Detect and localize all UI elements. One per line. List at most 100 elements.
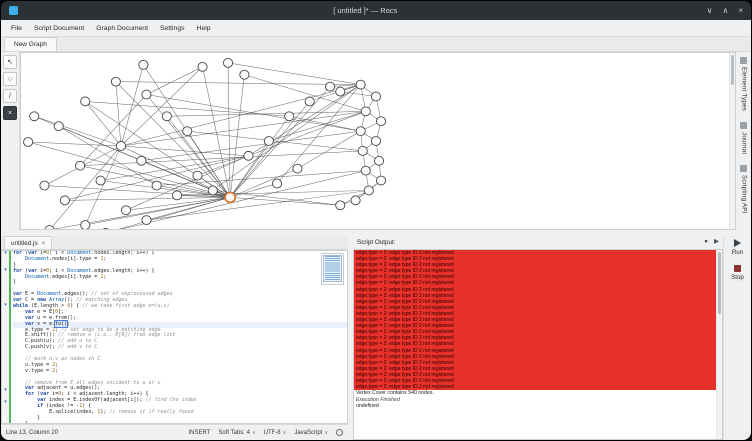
graph-node[interactable]: [350, 195, 361, 206]
code-line[interactable]: Document.nodes[i].type = 1;: [25, 255, 107, 262]
graph-node[interactable]: [263, 136, 274, 146]
graph-node[interactable]: [161, 111, 172, 122]
graph-node-highlighted[interactable]: [224, 191, 237, 204]
graph-edge[interactable]: [229, 140, 270, 198]
graph-edge[interactable]: [212, 84, 361, 191]
graph-edge[interactable]: [50, 197, 231, 229]
side-tab-journal[interactable]: Journal: [740, 122, 747, 154]
graph-node[interactable]: [80, 96, 91, 107]
graph-edge[interactable]: [248, 84, 361, 157]
one-step-icon[interactable]: ▶: [714, 238, 719, 246]
gutter-cell[interactable]: [2, 371, 11, 378]
graph-edge[interactable]: [120, 111, 366, 147]
graph-node[interactable]: [151, 180, 162, 191]
graph-edge[interactable]: [156, 170, 366, 186]
graph-edge[interactable]: [330, 84, 361, 87]
graph-edge[interactable]: [85, 101, 290, 117]
graph-edge[interactable]: [229, 168, 298, 198]
add-node-tool[interactable]: ○: [3, 72, 17, 86]
graph-node[interactable]: [373, 155, 385, 166]
graph-edge[interactable]: [64, 197, 231, 201]
gutter-cell[interactable]: [2, 325, 11, 332]
scrollbar-thumb[interactable]: [731, 55, 734, 85]
vertical-splitter[interactable]: [348, 236, 353, 440]
gutter-cell[interactable]: [2, 411, 11, 418]
fold-marker-icon[interactable]: ▾: [2, 399, 11, 406]
graph-node[interactable]: [53, 121, 64, 132]
graph-node[interactable]: [207, 185, 218, 196]
graph-node[interactable]: [59, 195, 70, 206]
graph-edge[interactable]: [120, 66, 203, 147]
graph-edge[interactable]: [85, 101, 122, 147]
gutter-cell[interactable]: [2, 365, 11, 372]
graph-edge[interactable]: [120, 145, 249, 157]
gutter-cell[interactable]: [2, 377, 11, 383]
code-line[interactable]: var e = E[0];: [25, 308, 65, 315]
graph-edge[interactable]: [229, 74, 245, 198]
gutter-cell[interactable]: [2, 279, 11, 286]
graph-edge[interactable]: [85, 145, 122, 226]
graph-node[interactable]: [360, 106, 371, 117]
graph-node[interactable]: [325, 81, 336, 92]
code-line[interactable]: }: [13, 279, 17, 286]
graph-node[interactable]: [223, 57, 234, 68]
code-line[interactable]: var adjacent = u.edges();: [25, 385, 101, 392]
graph-edge[interactable]: [64, 155, 249, 201]
tab-width-selector[interactable]: Soft Tabs: 4 ∨: [218, 429, 256, 436]
graph-edge[interactable]: [297, 130, 361, 169]
graph-node[interactable]: [23, 137, 34, 147]
menu-item-script-document[interactable]: Script Document: [33, 24, 85, 32]
graph-edge[interactable]: [126, 197, 231, 211]
graph-edge[interactable]: [229, 116, 290, 198]
graph-node[interactable]: [335, 200, 346, 211]
code-line[interactable]: E.splice(index, 1); // remove it if real…: [13, 409, 194, 416]
graph-edge[interactable]: [146, 66, 203, 95]
graph-node[interactable]: [239, 69, 250, 80]
horizontal-splitter[interactable]: [1, 230, 751, 236]
graph-edge[interactable]: [197, 155, 249, 176]
graph-edge[interactable]: [156, 185, 231, 198]
fold-marker-icon[interactable]: ▾: [2, 267, 11, 275]
graph-edge[interactable]: [115, 81, 361, 85]
code-line[interactable]: var v = e.to();: [13, 319, 347, 328]
menu-item-help[interactable]: Help: [196, 24, 211, 32]
code-line[interactable]: C.push(v); // add v to C: [13, 344, 98, 351]
code-line[interactable]: // mark u,v as nodes in C: [25, 356, 101, 363]
graph-edge[interactable]: [244, 74, 366, 112]
gutter-cell[interactable]: [2, 297, 11, 303]
graph-edge[interactable]: [50, 145, 122, 229]
menu-item-settings[interactable]: Settings: [159, 24, 185, 32]
graph-edge[interactable]: [146, 94, 231, 198]
editor-minimap[interactable]: [321, 253, 344, 285]
graph-edge[interactable]: [166, 116, 231, 198]
graph-node[interactable]: [80, 220, 91, 229]
graph-node[interactable]: [292, 163, 303, 174]
fold-marker-icon[interactable]: ▾: [2, 302, 11, 309]
code-line[interactable]: var C = new Array(); // matching edges: [13, 297, 128, 304]
graph-node[interactable]: [284, 111, 295, 122]
code-line[interactable]: }: [13, 414, 41, 421]
run-button[interactable]: Run: [732, 239, 743, 256]
code-line[interactable]: while (E.length > 0) { // we take first …: [13, 303, 170, 310]
fold-marker-icon[interactable]: ▾: [2, 388, 11, 395]
graph-edge[interactable]: [80, 150, 363, 166]
gutter-cell[interactable]: [2, 262, 11, 269]
graph-node[interactable]: [376, 175, 387, 186]
graph-edge[interactable]: [115, 81, 231, 198]
delete-tool[interactable]: ×: [3, 106, 17, 120]
gutter-cell[interactable]: [2, 382, 11, 389]
gutter-cell[interactable]: [2, 337, 11, 343]
code-line[interactable]: var index = E.indexOf(adjacent[i]); // f…: [37, 397, 197, 404]
graph-edge[interactable]: [58, 125, 157, 186]
code-line[interactable]: for (var i=0; i < adjacent.length; i++) …: [25, 391, 149, 398]
graph-node[interactable]: [363, 185, 374, 196]
graph-edge[interactable]: [120, 84, 361, 147]
graph-edge[interactable]: [230, 197, 341, 206]
graph-node[interactable]: [141, 89, 152, 100]
gutter-cell[interactable]: [2, 354, 11, 360]
stop-button[interactable]: Stop: [731, 265, 744, 281]
graph-edge[interactable]: [230, 183, 278, 198]
graph-edge[interactable]: [229, 86, 331, 198]
graph-edge[interactable]: [79, 94, 147, 166]
gutter-cell[interactable]: [2, 256, 11, 263]
